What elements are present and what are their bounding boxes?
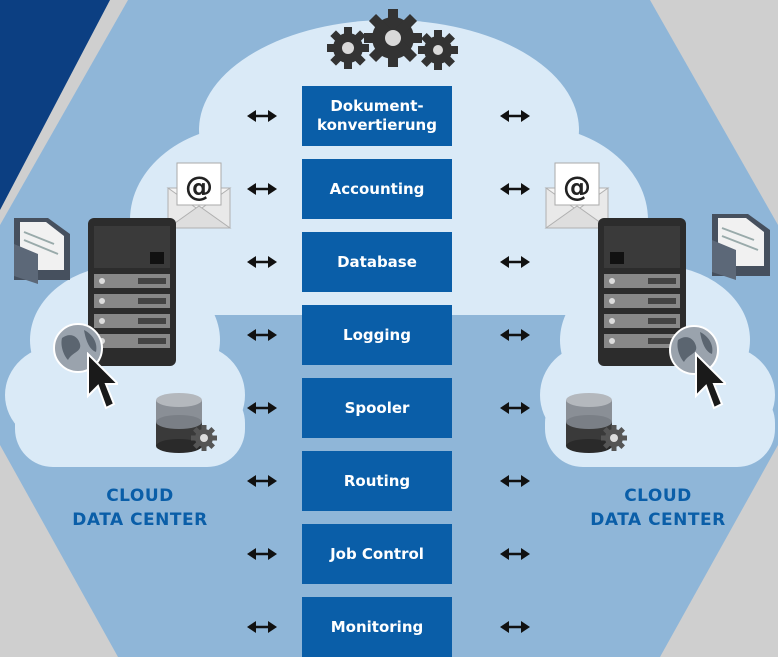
service-logging: Logging — [302, 305, 452, 365]
bidirectional-arrow-icon — [247, 106, 277, 126]
left-datacenter-line2: DATA CENTER — [72, 510, 208, 530]
right-datacenter-line1: CLOUD — [624, 486, 692, 506]
bidirectional-arrow-icon — [247, 617, 277, 637]
bidirectional-arrow-icon — [500, 179, 530, 199]
bidirectional-arrow-icon — [500, 544, 530, 564]
bidirectional-arrow-icon — [500, 252, 530, 272]
email-icon: @ — [543, 160, 613, 230]
bidirectional-arrow-icon — [500, 325, 530, 345]
left-datacenter-label: CLOUD DATA CENTER — [60, 484, 220, 532]
service-dokumentkonvertierung: Dokument- konvertierung — [302, 86, 452, 146]
bidirectional-arrow-icon — [500, 398, 530, 418]
database-icon — [152, 390, 222, 454]
bidirectional-arrow-icon — [247, 471, 277, 491]
bidirectional-arrow-icon — [247, 252, 277, 272]
bidirectional-arrow-icon — [500, 471, 530, 491]
service-spooler: Spooler — [302, 378, 452, 438]
svg-text:@: @ — [563, 170, 591, 203]
bidirectional-arrow-icon — [247, 179, 277, 199]
service-job-control: Job Control — [302, 524, 452, 584]
service-accounting: Accounting — [302, 159, 452, 219]
service-monitoring: Monitoring — [302, 597, 452, 657]
server-icon — [598, 218, 688, 368]
folder-icon — [6, 214, 72, 284]
folder-icon — [708, 210, 774, 280]
right-datacenter-line2: DATA CENTER — [590, 510, 726, 530]
bidirectional-arrow-icon — [247, 398, 277, 418]
svg-text:@: @ — [185, 170, 213, 203]
database-icon — [562, 390, 632, 454]
bidirectional-arrow-icon — [500, 617, 530, 637]
service-database: Database — [302, 232, 452, 292]
email-icon: @ — [165, 160, 235, 230]
right-datacenter-label: CLOUD DATA CENTER — [578, 484, 738, 532]
globe-icon — [668, 324, 720, 376]
left-datacenter-line1: CLOUD — [106, 486, 174, 506]
bidirectional-arrow-icon — [247, 325, 277, 345]
corner-triangle — [0, 0, 110, 210]
cursor-icon — [694, 352, 726, 412]
bidirectional-arrow-icon — [247, 544, 277, 564]
bidirectional-arrow-icon — [500, 106, 530, 126]
service-routing: Routing — [302, 451, 452, 511]
cursor-icon — [86, 352, 118, 412]
server-icon — [88, 218, 178, 368]
gears-icon — [318, 8, 468, 76]
